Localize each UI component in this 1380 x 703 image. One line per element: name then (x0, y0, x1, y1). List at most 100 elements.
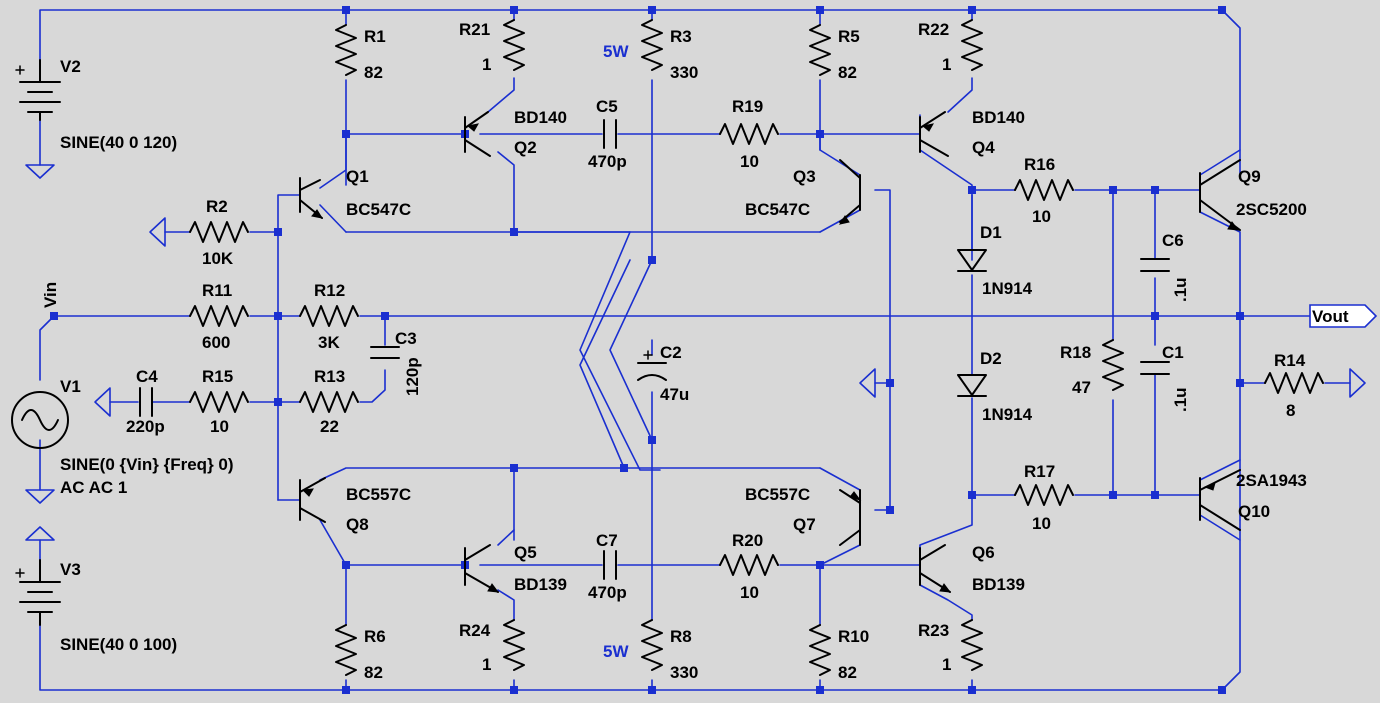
resistor-r5 (809, 24, 831, 76)
capacitor-c6 (1140, 258, 1170, 272)
r22-name: R22 (918, 20, 949, 39)
v2-value: SINE(40 0 120) (60, 133, 177, 152)
vout-net-flag: Vout (1309, 304, 1378, 328)
resistor-r2 (189, 221, 249, 243)
transistor-q9 (1199, 159, 1241, 231)
ground-symbol (25, 164, 55, 179)
resistor-r22 (961, 19, 983, 71)
r5-value: 82 (838, 63, 857, 82)
capacitor-c5 (603, 119, 617, 149)
v3-value: SINE(40 0 100) (60, 635, 177, 654)
v3-name: V3 (60, 560, 81, 579)
c3-value: 120p (403, 357, 422, 396)
r16-value: 10 (1032, 207, 1051, 226)
vin-label: Vin (41, 282, 60, 308)
r12-name: R12 (314, 281, 345, 300)
q2-value: BD140 (514, 108, 567, 127)
resistor-r13 (299, 391, 359, 413)
r2-value: 10K (202, 249, 234, 268)
r1-value: 82 (364, 63, 383, 82)
v2-name: V2 (60, 57, 81, 76)
c1-name: C1 (1162, 343, 1184, 362)
resistor-r11 (189, 305, 249, 327)
c2-name: C2 (660, 343, 682, 362)
resistor-r19 (719, 123, 779, 145)
r23-value: 1 (942, 655, 951, 674)
r6-value: 82 (364, 663, 383, 682)
ground-symbol (25, 526, 55, 541)
resistor-r14 (1264, 372, 1324, 394)
resistor-r17 (1014, 484, 1074, 506)
r5-name: R5 (838, 27, 860, 46)
resistor-r24 (503, 619, 525, 671)
r15-value: 10 (210, 417, 229, 436)
q5-name: Q5 (514, 543, 537, 562)
q6-name: Q6 (972, 543, 995, 562)
r22-value: 1 (942, 55, 951, 74)
transistor-q3 (838, 159, 861, 225)
vout-label: Vout (1312, 307, 1349, 326)
resistor-r3 (641, 19, 663, 71)
r12-value: 3K (318, 333, 340, 352)
r6-name: R6 (364, 627, 386, 646)
c3-name: C3 (395, 329, 417, 348)
r11-name: R11 (202, 281, 232, 300)
r19-name: R19 (732, 97, 763, 116)
transistor-q8 (299, 477, 326, 523)
c5-name: C5 (596, 97, 618, 116)
ground-symbol (1349, 368, 1366, 398)
resistor-r18 (1102, 339, 1124, 391)
resistor-r20 (719, 554, 779, 576)
r20-value: 10 (740, 583, 759, 602)
r3-name: R3 (670, 27, 692, 46)
capacitor-c2 (637, 350, 667, 381)
q1-value: BC547C (346, 200, 411, 219)
ground-symbol (25, 489, 55, 504)
r15-name: R15 (202, 367, 233, 386)
q10-name: Q10 (1238, 502, 1270, 521)
c6-value: .1u (1171, 277, 1190, 302)
q5-value: BD139 (514, 575, 567, 594)
capacitor-c7 (603, 550, 617, 580)
q9-name: Q9 (1238, 167, 1261, 186)
resistor-r15 (189, 391, 249, 413)
sine-source-v1 (11, 391, 69, 449)
d2-name: D2 (980, 349, 1002, 368)
resistor-r6 (335, 624, 357, 676)
r17-value: 10 (1032, 514, 1051, 533)
battery-v3 (15, 559, 61, 626)
q2-name: Q2 (514, 138, 537, 157)
r8-power-note: 5W (603, 642, 629, 661)
v1-name: V1 (60, 377, 81, 396)
d2-value: 1N914 (982, 405, 1033, 424)
r10-name: R10 (838, 627, 869, 646)
labels: Vin 5W 5W V2 SINE(40 0 120) V1 SINE(0 {V… (41, 20, 1307, 682)
battery-v2 (15, 59, 61, 121)
r23-name: R23 (918, 621, 949, 640)
c5-value: 470p (588, 152, 627, 171)
c7-name: C7 (596, 531, 618, 550)
resistor-r8 (641, 619, 663, 671)
transistor-q6 (919, 544, 952, 593)
transistor-q7 (839, 489, 862, 546)
resistor-r21 (503, 19, 525, 71)
q4-value: BD140 (972, 108, 1025, 127)
capacitor-c4 (139, 387, 153, 417)
q8-name: Q8 (346, 515, 369, 534)
r2-name: R2 (206, 197, 228, 216)
transistor-q4 (919, 111, 949, 157)
r11-value: 600 (202, 333, 230, 352)
r24-name: R24 (459, 621, 491, 640)
r16-name: R16 (1024, 155, 1055, 174)
q6-value: BD139 (972, 575, 1025, 594)
r8-value: 330 (670, 663, 698, 682)
ground-symbol (149, 217, 166, 247)
q4-name: Q4 (972, 138, 995, 157)
v1-value: SINE(0 {Vin} {Freq} 0) (60, 455, 234, 474)
q10-value: 2SA1943 (1236, 471, 1307, 490)
resistor-r12 (299, 305, 359, 327)
r18-value: 47 (1072, 378, 1091, 397)
ground-symbol (859, 368, 876, 398)
r13-value: 22 (320, 417, 339, 436)
q7-value: BC557C (745, 485, 810, 504)
